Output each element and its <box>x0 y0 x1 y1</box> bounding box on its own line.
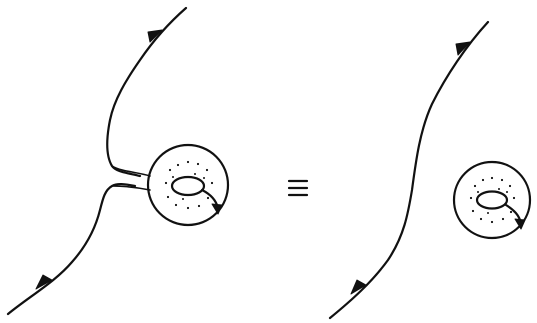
right-torus <box>454 162 530 238</box>
right-torus-outer-circle <box>454 162 530 238</box>
left-torus-hole <box>172 177 204 195</box>
left-lower-strand <box>8 184 135 314</box>
right-strand <box>330 22 488 318</box>
left-torus-outer-circle <box>148 145 228 225</box>
left-torus <box>148 145 228 225</box>
equivalence-symbol <box>289 181 307 195</box>
left-junction-bridge-bottom <box>112 186 150 190</box>
right-torus-hole <box>477 192 507 209</box>
left-figure <box>8 8 228 314</box>
left-torus-arrowhead <box>212 204 222 214</box>
right-torus-arrowhead <box>515 219 525 229</box>
left-upper-strand <box>107 8 186 176</box>
right-figure <box>330 22 530 318</box>
